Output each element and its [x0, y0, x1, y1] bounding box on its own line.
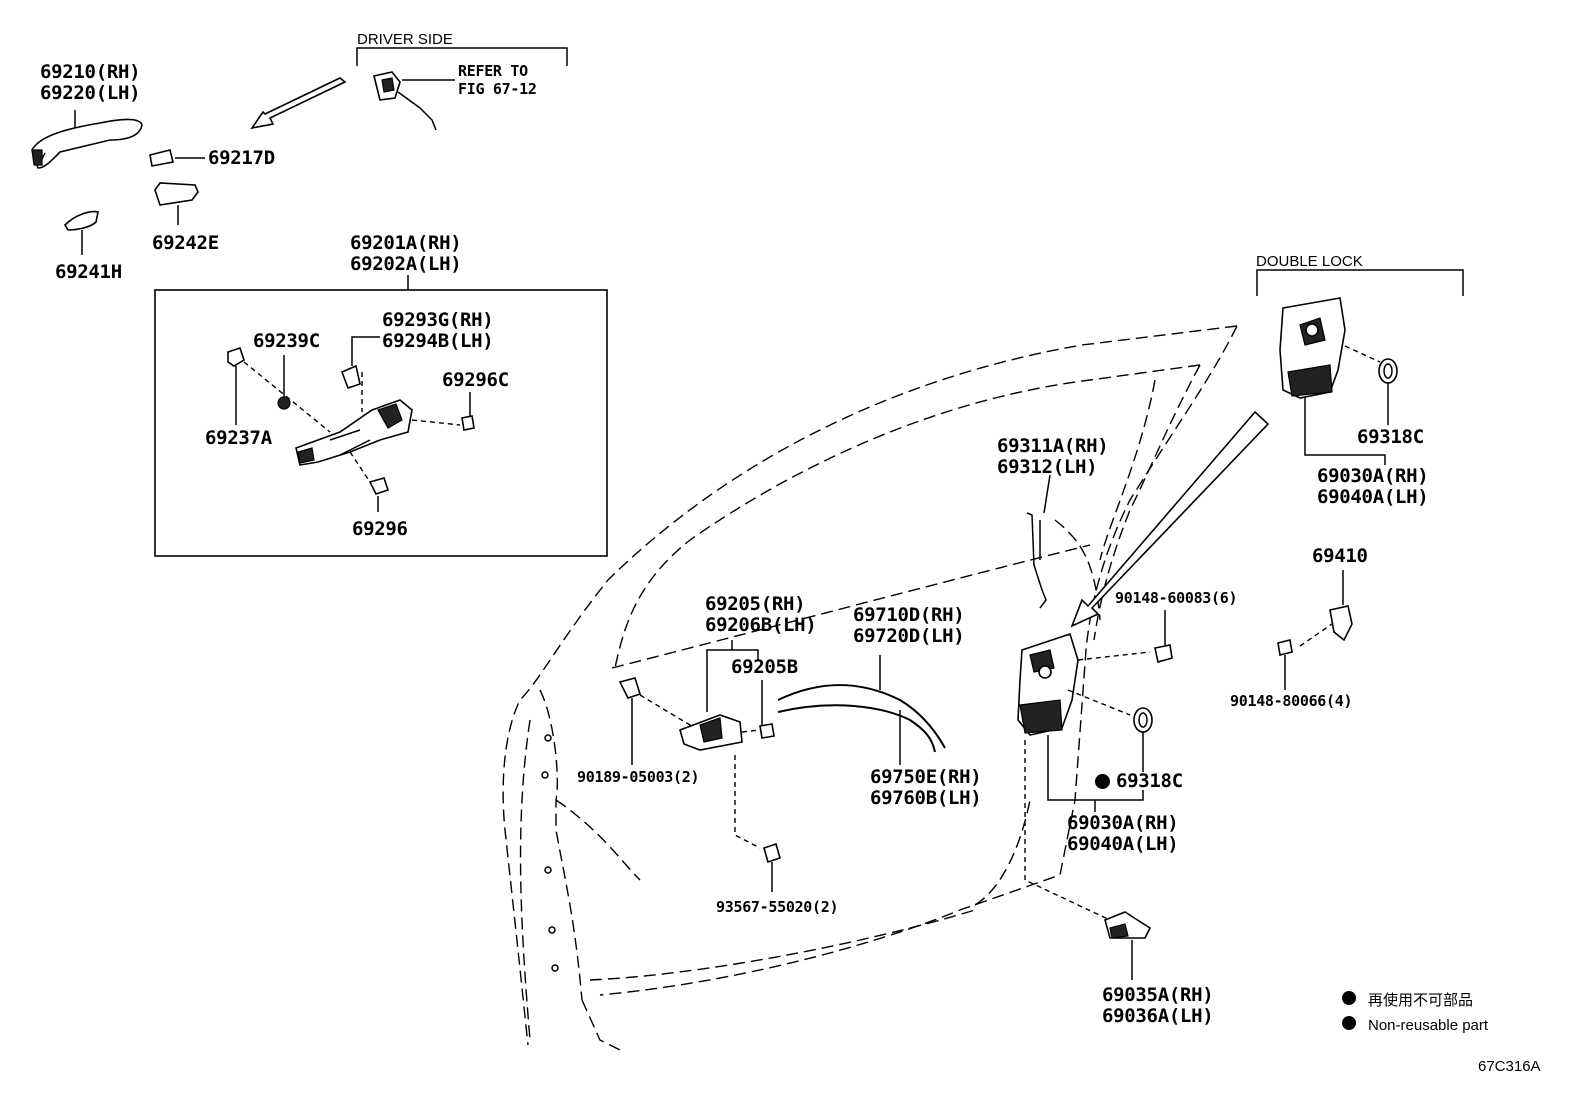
double-lock-bracket — [1256, 269, 1464, 296]
label-69318c-mid: 69318C — [1095, 771, 1183, 792]
non-reusable-dot — [1095, 774, 1110, 789]
legend-non-reusable-jp: 再使用不可部品 — [1368, 992, 1474, 1009]
label-90189: 90189-05003(2) — [577, 768, 700, 786]
door-check-69410 — [1277, 570, 1353, 690]
frame-assembly-box — [154, 275, 608, 557]
figure-code: 67C316A — [1478, 1058, 1541, 1075]
handle-pad-69217d — [149, 149, 205, 167]
label-double-lock: DOUBLE LOCK — [1256, 253, 1363, 270]
label-69318c-top: 69318C — [1357, 426, 1424, 448]
driver-side-bracket — [356, 47, 568, 66]
label-90148-60083: 90148-60083(6) — [1115, 589, 1238, 607]
lock-cables — [777, 655, 946, 765]
label-69311a: 69311A(RH) 69312(LH) — [997, 435, 1109, 478]
label-69239c: 69239C — [253, 330, 320, 352]
striker-69035a — [1024, 740, 1152, 980]
lock-rod-69311a — [1026, 474, 1051, 609]
label-69210: 69210(RH) 69220(LH) — [40, 61, 141, 104]
label-69030a-top: 69030A(RH) 69040A(LH) — [1317, 465, 1429, 508]
label-69205b: 69205B — [731, 656, 798, 678]
label-69030a-mid: 69030A(RH) 69040A(LH) — [1067, 812, 1179, 855]
arrow-to-handle — [250, 77, 347, 130]
label-69205: 69205(RH) 69206B(LH) — [705, 593, 817, 636]
legend-non-reusable-en: Non-reusable part — [1368, 1017, 1489, 1034]
label-69750e: 69750E(RH) 69760B(LH) — [870, 766, 982, 809]
label-69242e: 69242E — [152, 232, 219, 254]
frame-assembly-parts — [227, 336, 475, 512]
label-69201a: 69201A(RH) 69202A(LH) — [350, 232, 462, 275]
label-69237a: 69237A — [205, 427, 272, 449]
label-69410: 69410 — [1312, 545, 1368, 567]
label-69710d: 69710D(RH) 69720D(LH) — [853, 604, 965, 647]
inside-handle-69205 — [618, 640, 781, 892]
label-69241h: 69241H — [55, 261, 122, 283]
key-cylinder — [373, 71, 455, 131]
legend-dot-en — [1342, 1016, 1356, 1030]
label-69217d: 69217D — [208, 147, 275, 169]
handle-gasket-69241h — [63, 210, 99, 255]
label-69296: 69296 — [352, 518, 408, 540]
legend-dot-jp — [1342, 991, 1356, 1005]
label-93567: 93567-55020(2) — [716, 898, 839, 916]
label-driver-side: DRIVER SIDE — [357, 31, 453, 48]
big-arrow — [1070, 410, 1270, 628]
label-69035a: 69035A(RH) 69036A(LH) — [1102, 984, 1214, 1027]
outside-handle — [31, 110, 143, 169]
label-90148-80066: 90148-80066(4) — [1230, 692, 1353, 710]
door-lock-assy-top — [1279, 297, 1398, 465]
label-69318c-mid-text: 69318C — [1116, 770, 1183, 792]
label-refer-to-fig: REFER TO FIG 67-12 — [458, 62, 537, 98]
label-69293g: 69293G(RH) 69294B(LH) — [382, 309, 494, 352]
label-69296c: 69296C — [442, 369, 509, 391]
handle-gasket-69242e — [154, 182, 199, 225]
door-lock-assy-center — [1017, 610, 1173, 812]
